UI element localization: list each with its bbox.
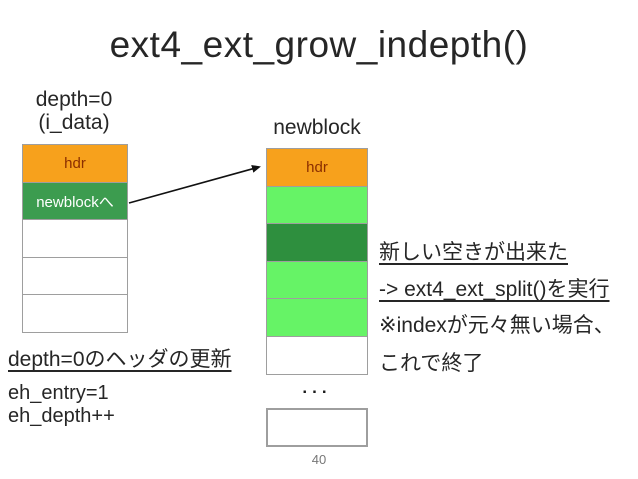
note-eh-depth: eh_depth++	[8, 405, 115, 427]
idata-cell-newblock-index: newblockへ	[22, 181, 128, 221]
idata-cell-empty-2	[22, 256, 128, 296]
idata-depth-label-line1: depth=0	[35, 88, 113, 111]
note-done: これで終了	[379, 352, 484, 375]
newblock-cell-hdr: hdr	[266, 148, 368, 187]
note-eh-entry: eh_entry=1	[8, 382, 109, 404]
idata-cell-empty-3	[22, 294, 128, 334]
note-header-update-heading: depth=0のヘッダの更新	[8, 348, 232, 371]
newblock-cell-empty	[266, 335, 368, 375]
note-no-index-case: ※indexが元々無い場合、	[379, 314, 615, 337]
idata-depth-label: depth=0 (i_data)	[18, 88, 130, 134]
page-number: 40	[311, 452, 327, 467]
newblock-cell-extent-1	[266, 185, 368, 225]
note-new-space: 新しい空きが出来た	[379, 241, 568, 264]
newblock-cell-extent-3	[266, 260, 368, 300]
idata-cell-empty-1	[22, 219, 128, 259]
page-title: ext4_ext_grow_indepth()	[109, 24, 529, 65]
newblock-cell-extent-4	[266, 298, 368, 337]
newblock-tail-cell	[266, 408, 368, 447]
newblock-column: hdr	[266, 148, 368, 375]
idata-cell-hdr: hdr	[22, 144, 128, 184]
note-ext4-ext-split: -> ext4_ext_split()を実行	[379, 278, 610, 301]
ellipsis-dots: ...	[302, 378, 332, 397]
newblock-cell-extent-2	[266, 223, 368, 262]
idata-column: hdr newblockへ	[22, 144, 128, 334]
newblock-label: newblock	[273, 116, 361, 139]
idata-depth-label-line2: (i_data)	[38, 111, 110, 134]
